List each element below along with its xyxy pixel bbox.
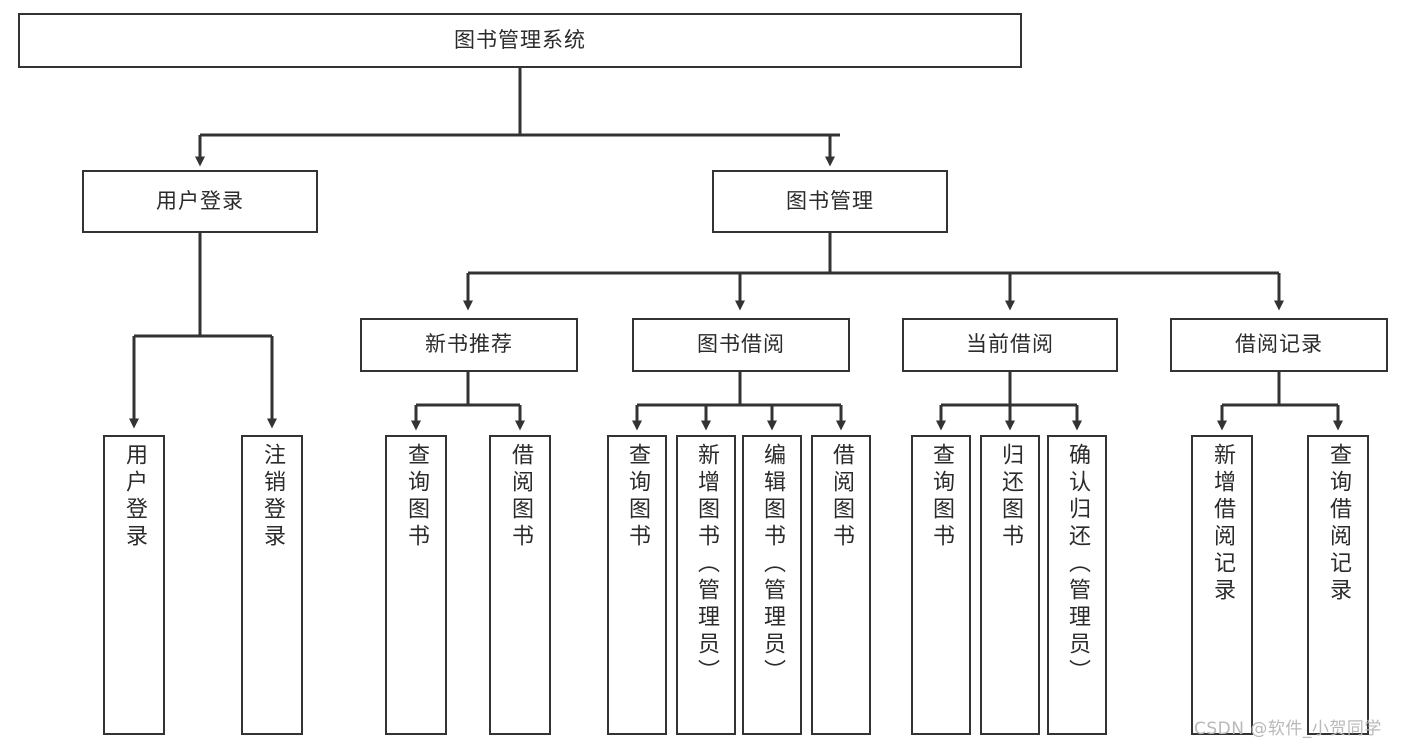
node-leaf-query-book-1-label: 查询图书 bbox=[404, 443, 429, 551]
node-new-book-rec-label: 新书推荐 bbox=[425, 332, 513, 357]
node-leaf-borrow-book-1-label: 借阅图书 bbox=[508, 443, 533, 551]
node-leaf-borrow-book-1[interactable]: 借阅图书 bbox=[489, 435, 551, 735]
node-root-label: 图书管理系统 bbox=[454, 27, 586, 52]
node-current-borrow[interactable]: 当前借阅 bbox=[902, 318, 1118, 372]
node-leaf-add-record[interactable]: 新增借阅记录 bbox=[1191, 435, 1253, 735]
node-book-borrow-label: 图书借阅 bbox=[697, 332, 785, 357]
node-leaf-query-record-label: 查询借阅记录 bbox=[1326, 443, 1351, 605]
node-leaf-logout-label: 注销登录 bbox=[260, 443, 285, 551]
node-leaf-add-book[interactable]: 新增图书（管理员） bbox=[676, 435, 736, 735]
node-leaf-edit-book[interactable]: 编辑图书（管理员） bbox=[742, 435, 802, 735]
node-leaf-query-record[interactable]: 查询借阅记录 bbox=[1307, 435, 1369, 735]
node-leaf-logout[interactable]: 注销登录 bbox=[241, 435, 303, 735]
node-leaf-add-book-label: 新增图书（管理员） bbox=[694, 443, 719, 686]
node-leaf-query-book-3[interactable]: 查询图书 bbox=[911, 435, 971, 735]
node-leaf-query-book-2-label: 查询图书 bbox=[625, 443, 650, 551]
node-leaf-confirm-return-label: 确认归还（管理员） bbox=[1065, 443, 1090, 686]
node-book-borrow[interactable]: 图书借阅 bbox=[632, 318, 850, 372]
node-leaf-borrow-book-2-label: 借阅图书 bbox=[829, 443, 854, 551]
node-user-login-label: 用户登录 bbox=[156, 188, 244, 213]
node-leaf-query-book-1[interactable]: 查询图书 bbox=[385, 435, 447, 735]
node-leaf-query-book-2[interactable]: 查询图书 bbox=[607, 435, 667, 735]
csdn-watermark: CSDN @软件_小贺同学 bbox=[1194, 719, 1382, 739]
node-leaf-return-book-label: 归还图书 bbox=[998, 443, 1023, 551]
node-leaf-add-record-label: 新增借阅记录 bbox=[1210, 443, 1235, 605]
node-borrow-record[interactable]: 借阅记录 bbox=[1170, 318, 1388, 372]
node-leaf-edit-book-label: 编辑图书（管理员） bbox=[760, 443, 785, 686]
node-leaf-user-login-label: 用户登录 bbox=[122, 443, 147, 551]
node-borrow-record-label: 借阅记录 bbox=[1235, 332, 1323, 357]
node-leaf-borrow-book-2[interactable]: 借阅图书 bbox=[811, 435, 871, 735]
node-new-book-rec[interactable]: 新书推荐 bbox=[360, 318, 578, 372]
node-root[interactable]: 图书管理系统 bbox=[18, 13, 1022, 68]
node-leaf-return-book[interactable]: 归还图书 bbox=[980, 435, 1040, 735]
node-book-manage[interactable]: 图书管理 bbox=[712, 170, 948, 233]
node-current-borrow-label: 当前借阅 bbox=[966, 332, 1054, 357]
node-leaf-confirm-return[interactable]: 确认归还（管理员） bbox=[1047, 435, 1107, 735]
node-leaf-user-login[interactable]: 用户登录 bbox=[103, 435, 165, 735]
node-book-manage-label: 图书管理 bbox=[786, 188, 874, 213]
node-user-login[interactable]: 用户登录 bbox=[82, 170, 318, 233]
node-leaf-query-book-3-label: 查询图书 bbox=[929, 443, 954, 551]
